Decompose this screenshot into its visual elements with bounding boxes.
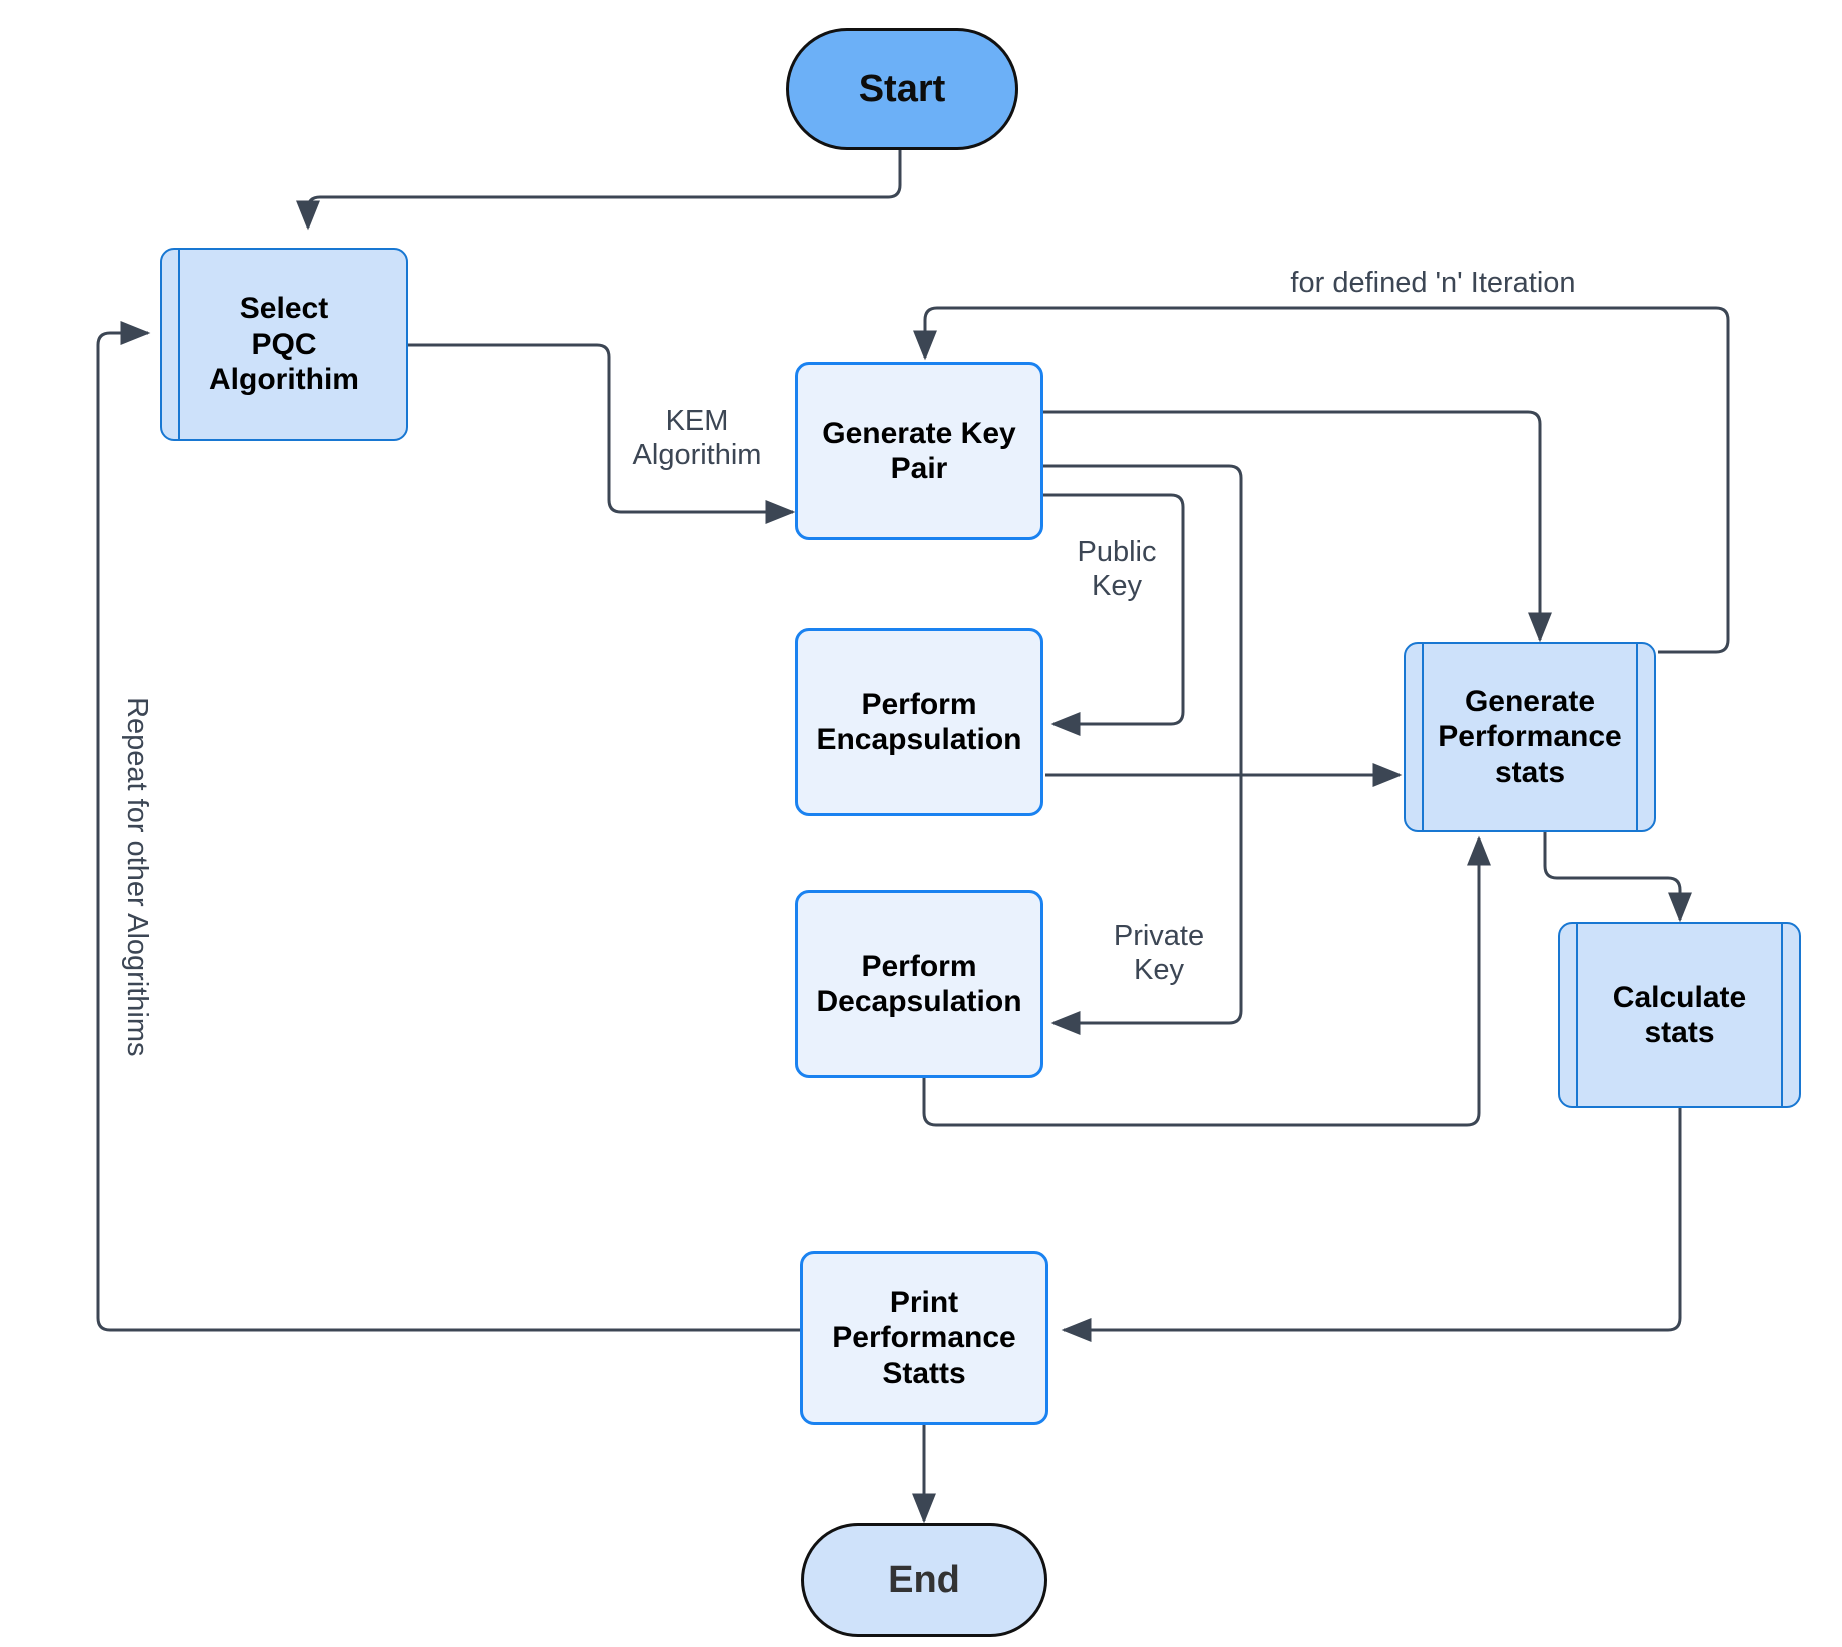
edge-label-public-key: Public Key — [1077, 536, 1157, 602]
node-generate-performance-stats-label: Generate Performance stats — [1438, 684, 1622, 789]
node-start-label: Start — [858, 67, 946, 110]
node-generate-key-pair-label: Generate Key Pair — [822, 416, 1016, 485]
edge-performance-stats-to-calculate-stats — [1543, 832, 1692, 923]
node-perform-decapsulation[interactable]: Perform Decapsulation — [795, 890, 1043, 1078]
edge-label-for-defined-n-iteration: for defined 'n' Iteration — [1290, 267, 1576, 299]
node-perform-decapsulation-label: Perform Decapsulation — [816, 949, 1022, 1018]
node-end[interactable]: End — [801, 1523, 1047, 1637]
edge-print-performance-statts-to-select-pqc — [96, 321, 800, 1332]
node-perform-encapsulation[interactable]: Perform Encapsulation — [795, 628, 1043, 816]
node-generate-performance-stats[interactable]: Generate Performance stats — [1404, 642, 1656, 832]
subprocess-left-bar — [1422, 644, 1424, 830]
node-calculate-stats[interactable]: Calculate stats — [1558, 922, 1801, 1108]
subprocess-right-bar — [1781, 924, 1783, 1106]
edge-generate-key-pair-to-perform-encapsulation — [1041, 493, 1185, 736]
edge-start-to-select-pqc — [296, 150, 902, 231]
subprocess-left-bar — [178, 250, 180, 439]
node-calculate-stats-label: Calculate stats — [1612, 980, 1747, 1049]
node-perform-encapsulation-label: Perform Encapsulation — [816, 687, 1022, 756]
node-start[interactable]: Start — [786, 28, 1018, 150]
edge-perform-decapsulation-to-performance-stats — [922, 835, 1491, 1127]
node-print-performance-statts-label: Print Performance Statts — [832, 1285, 1016, 1390]
node-select-pqc-algorithim-label: Select PQC Algorithim — [209, 292, 359, 397]
edge-label-repeat-for-other-alogrithims: Repeat for other Alogrithims — [120, 697, 153, 1057]
node-print-performance-statts[interactable]: Print Performance Statts — [800, 1251, 1048, 1425]
edge-generate-key-pair-to-performance-stats — [1041, 410, 1552, 643]
node-select-pqc-algorithim[interactable]: Select PQC Algorithim — [160, 248, 408, 441]
node-generate-key-pair[interactable]: Generate Key Pair — [795, 362, 1043, 540]
subprocess-right-bar — [1636, 644, 1638, 830]
edge-generate-key-pair-to-perform-decapsulation — [1041, 464, 1243, 1035]
subprocess-left-bar — [1576, 924, 1578, 1106]
edge-performance-stats-to-generate-key-pair — [913, 306, 1730, 654]
edge-label-private-key: Private Key — [1113, 920, 1205, 986]
node-end-label: End — [888, 1558, 960, 1601]
edge-calculate-stats-to-print-performance-statts — [1061, 1108, 1682, 1342]
edge-label-kem-algorithim: KEM Algorithim — [632, 405, 762, 471]
edge-select-pqc-to-generate-key-pair — [407, 343, 796, 524]
